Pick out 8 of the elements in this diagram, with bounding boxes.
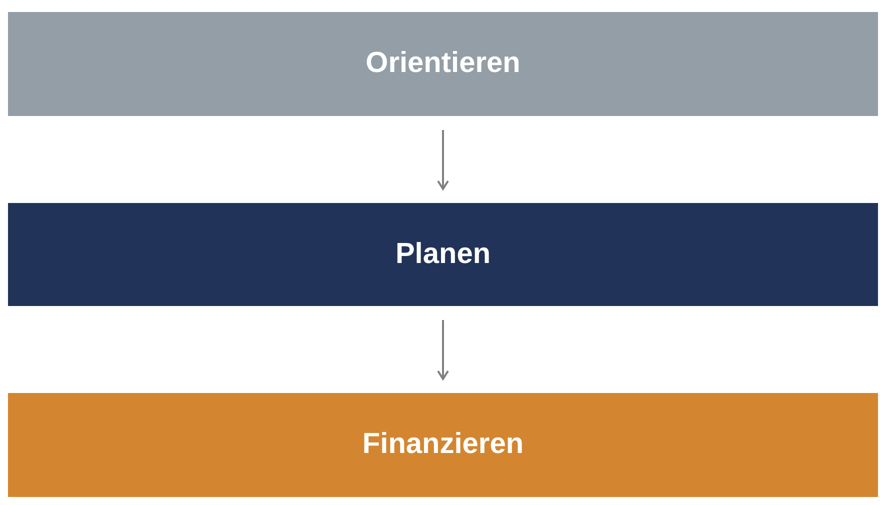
arrow: [437, 130, 449, 190]
step-label: Finanzieren: [362, 427, 524, 462]
process-bar: [8, 203, 878, 306]
step-label: Orientieren: [366, 46, 520, 82]
process-bar: [8, 12, 878, 116]
process-bar: [8, 393, 878, 497]
arrow: [437, 320, 449, 380]
step-label: Planen: [395, 236, 491, 272]
